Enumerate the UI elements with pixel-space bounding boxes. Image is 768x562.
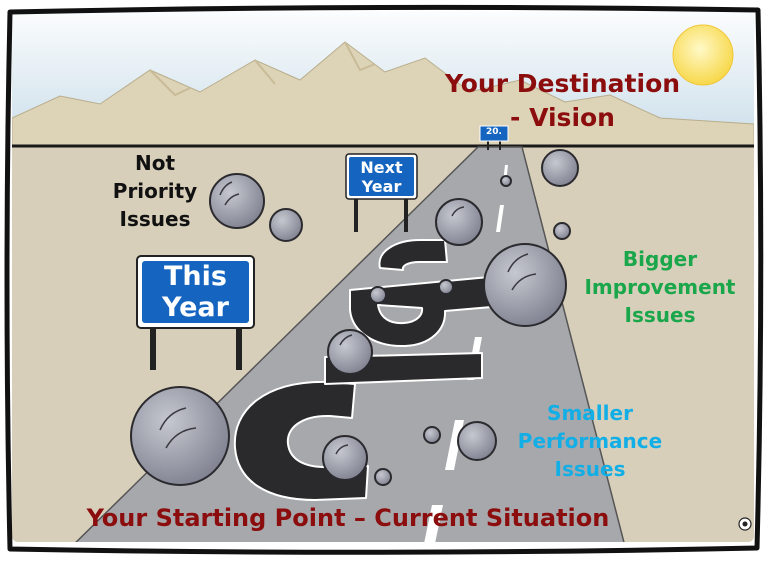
far-sign-label: 20.	[486, 127, 502, 137]
bigger-line3: Issues	[624, 303, 696, 327]
boulder-bottom-2	[457, 421, 497, 461]
not-priority-line2: Priority	[112, 179, 198, 203]
boulder-mid	[327, 329, 373, 375]
boulders	[130, 149, 579, 486]
smaller-line2: Performance	[517, 429, 663, 453]
sun-icon	[672, 24, 734, 86]
starting-point-label: Your Starting Point – Current Situation	[86, 504, 610, 532]
boulder-tiny-2	[438, 279, 454, 295]
smaller-line3: Issues	[554, 457, 626, 481]
next-year-sign	[345, 153, 418, 232]
bigger-line2: Improvement	[584, 275, 736, 299]
far-sign-board	[479, 125, 509, 142]
boulder-tiny-4	[500, 175, 512, 187]
frame	[4, 4, 764, 555]
next-year-line2: Year	[361, 177, 402, 196]
destination-line1: Your Destination	[444, 69, 681, 98]
boulder-not-priority-small	[269, 208, 303, 242]
copyright-mark-icon	[738, 517, 752, 531]
not-priority-line3: Issues	[119, 207, 191, 231]
this-year-line2: Year	[162, 292, 229, 323]
not-priority-line1: Not	[134, 151, 176, 175]
boulder-cracks	[159, 181, 537, 455]
boulder-right-2	[541, 149, 579, 187]
boulder-big	[483, 243, 567, 327]
boulder-bottom-1	[322, 435, 368, 481]
far-sign	[479, 125, 509, 150]
next-year-board	[349, 157, 414, 196]
destination-line2: - Vision	[510, 103, 615, 132]
smaller-line1: Smaller	[547, 401, 633, 425]
this-year-board	[142, 261, 249, 323]
boulder-tiny-6	[374, 468, 392, 486]
boulder-tiny-5	[423, 426, 441, 444]
boulder-not-priority-large	[209, 173, 265, 229]
boulder-huge	[130, 386, 230, 486]
this-year-line1: This	[164, 261, 227, 292]
next-year-line1: Next	[360, 158, 403, 177]
boulder-right-1	[435, 198, 483, 246]
this-year-sign	[136, 255, 255, 370]
boulder-tiny-1	[369, 286, 387, 304]
bigger-line1: Bigger	[622, 247, 698, 271]
boulder-tiny-3	[553, 222, 571, 240]
